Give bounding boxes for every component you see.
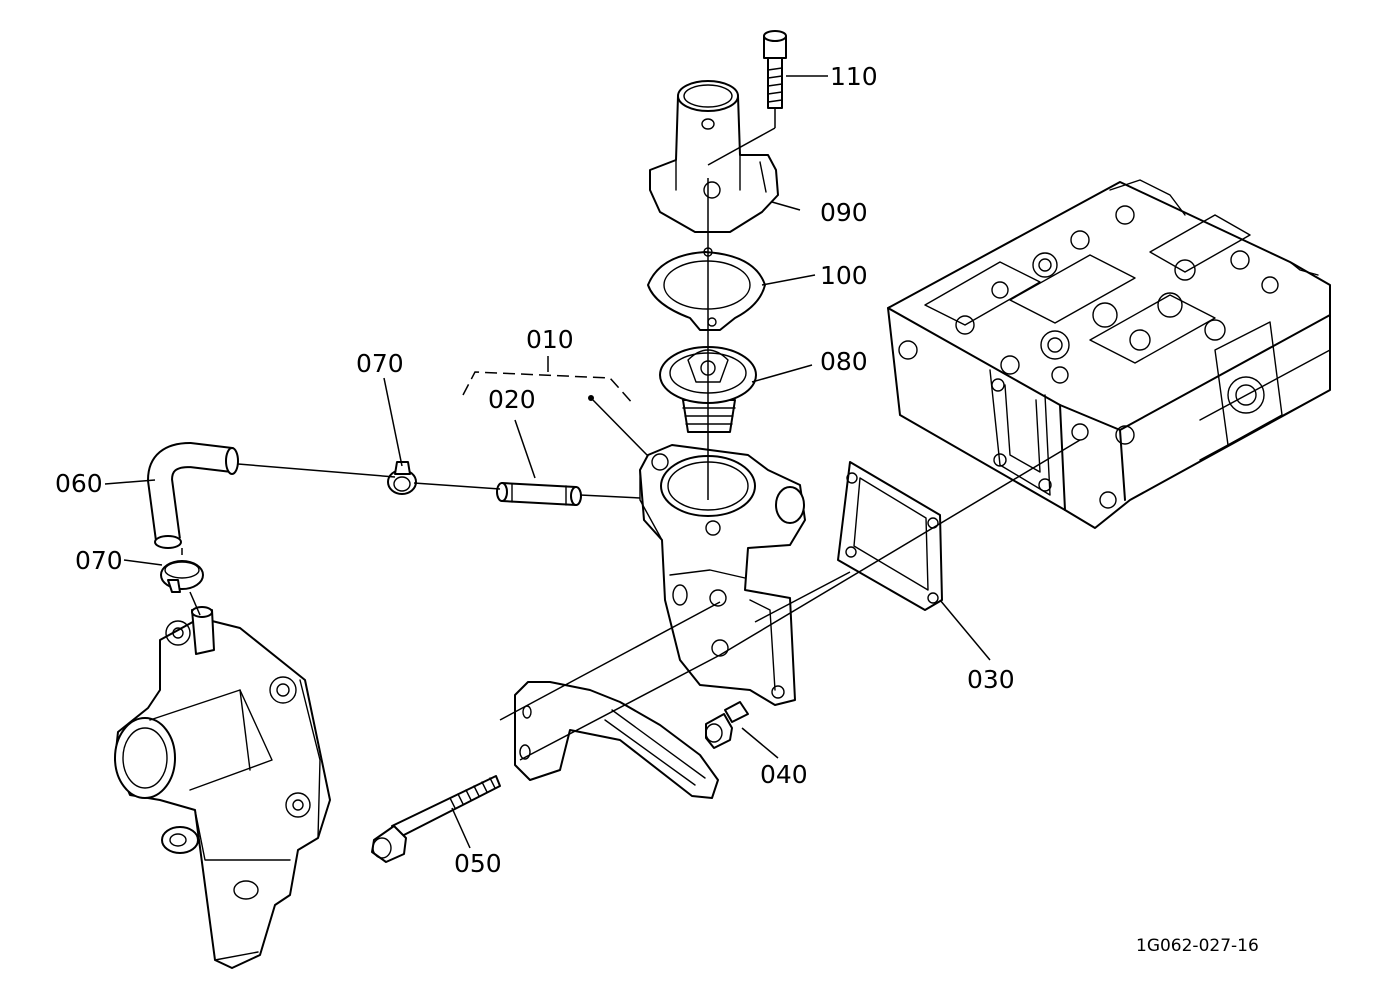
callout-040: 040: [760, 760, 808, 789]
callout-080: 080: [820, 347, 868, 376]
callout-110: 110: [830, 62, 878, 91]
callout-070-upper: 070: [356, 349, 404, 378]
water-outlet-090: [649, 80, 779, 233]
callout-100: 100: [820, 261, 868, 290]
callout-060: 060: [55, 469, 103, 498]
bolt-050: [371, 775, 501, 863]
bolt-040: [705, 701, 749, 749]
drawing-code: 1G062-027-16: [1136, 936, 1259, 956]
callout-070-lower: 070: [75, 546, 123, 575]
clamp-070-lower: [160, 560, 204, 593]
alignment-lines: [181, 108, 1081, 761]
leader-lines: [104, 75, 991, 849]
callout-030: 030: [967, 665, 1015, 694]
thermostat-housing-010: [639, 444, 806, 706]
callout-090: 090: [820, 198, 868, 227]
bolt-110: [763, 30, 787, 109]
hose-060: [146, 441, 239, 549]
callout-020: 020: [488, 385, 536, 414]
clamp-070-upper: [387, 461, 417, 495]
gasket-030: [837, 461, 943, 611]
bracket: [514, 681, 719, 799]
callout-050: 050: [454, 849, 502, 878]
water-pump: [114, 606, 331, 969]
callout-labels: 110 090 100 080 010 020 070 060 070 030 …: [55, 62, 1259, 956]
pipe-020: [496, 482, 582, 506]
cylinder-head: [887, 179, 1331, 529]
callout-010: 010: [526, 325, 574, 354]
gasket-100: [647, 247, 766, 331]
